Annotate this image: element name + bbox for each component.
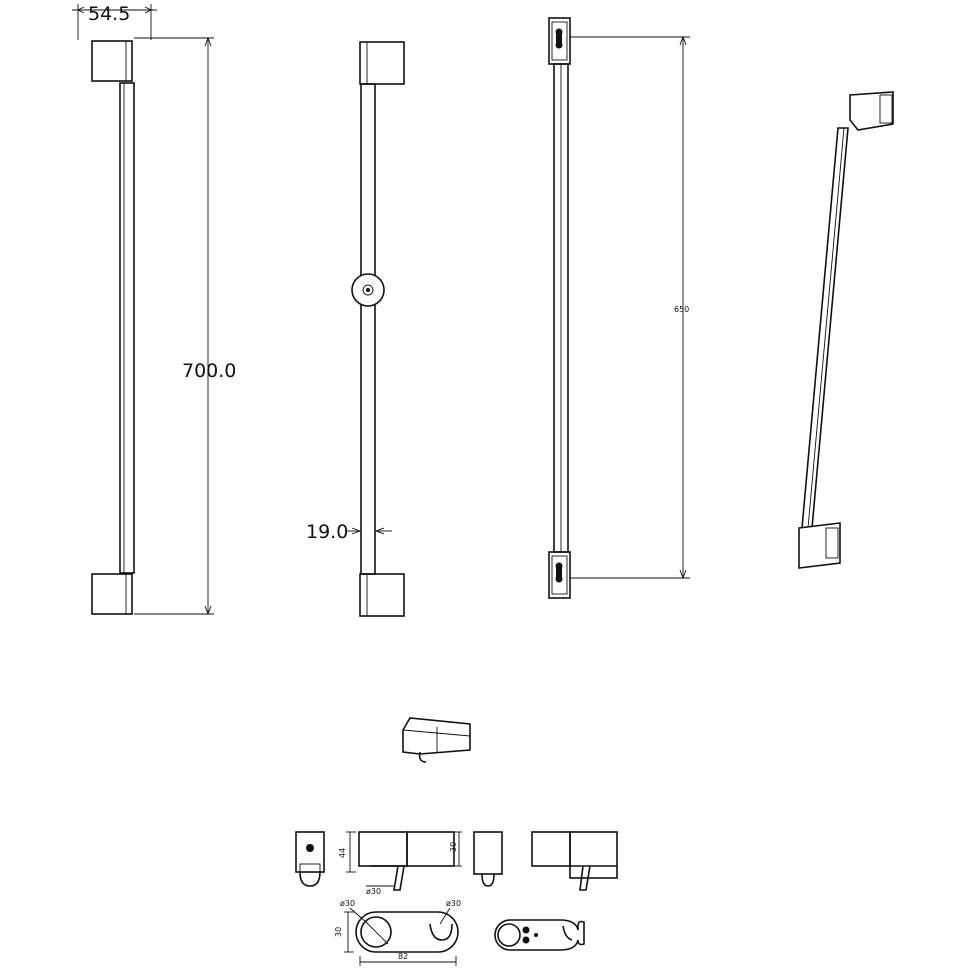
isometric-view [798, 91, 894, 569]
holder-clip-height-label: 30 [449, 842, 458, 852]
depth-dimension-label: 19.0 [306, 521, 348, 543]
iso-top-cap [849, 91, 894, 131]
holder-width-label: 82 [398, 952, 408, 961]
bottom-end-cap [91, 573, 133, 615]
side-top-cap [359, 41, 405, 85]
rear-view: 650 [548, 17, 690, 599]
holder-top-height-label: 30 [334, 927, 343, 937]
holder-top-view [355, 911, 459, 953]
holder-front-diameter-label: ø30 [366, 887, 381, 896]
rear-bottom-bracket [548, 551, 571, 599]
height-dimension-label: 700.0 [182, 360, 236, 382]
holder-isometric [402, 717, 471, 763]
iso-bottom-cap [798, 522, 841, 569]
holder-left-diameter-label: ø30 [340, 899, 355, 908]
side-bottom-cap [359, 573, 405, 617]
width-dimension-label: 54.5 [88, 3, 130, 25]
holder-height-label: 44 [338, 848, 347, 858]
side-rail-bar [360, 83, 376, 575]
side-view: 19.0 [306, 41, 405, 617]
holder-right-diameter-label: ø30 [446, 899, 461, 908]
rail-bar [119, 82, 135, 574]
holder-views: 44 30 ø30 30 ø30 ø30 82 [295, 831, 618, 966]
iso-rail-bar [801, 127, 849, 529]
top-end-cap [91, 40, 133, 82]
mount-distance-label: 650 [674, 305, 689, 314]
front-view: 54.5 700.0 [72, 3, 236, 616]
